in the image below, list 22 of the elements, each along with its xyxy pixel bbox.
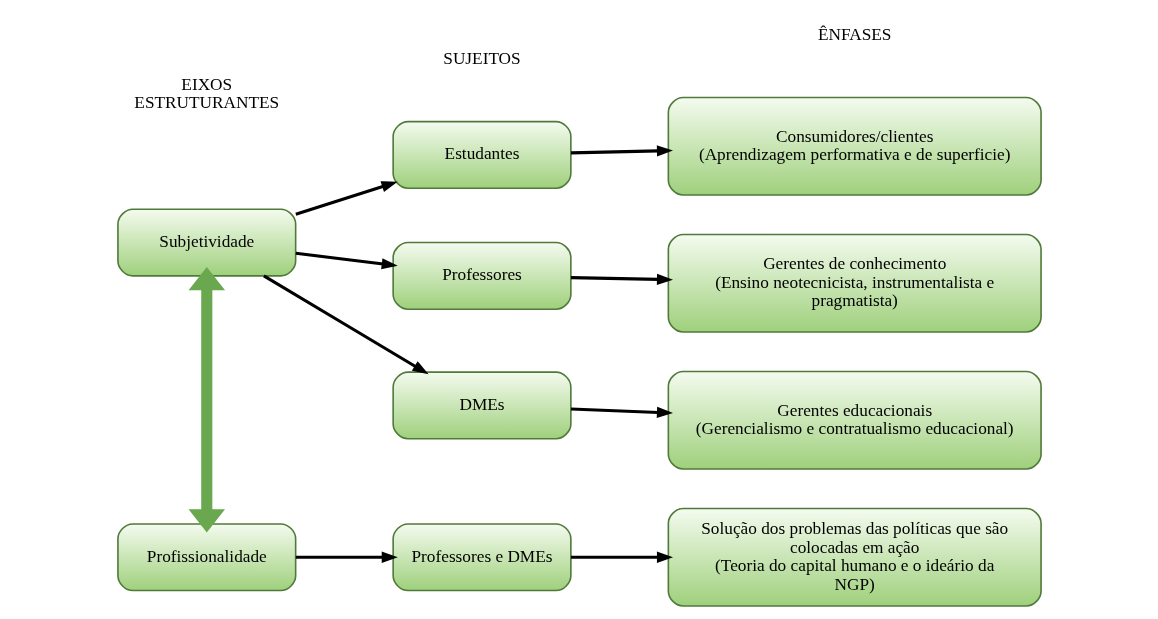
arrow bbox=[570, 273, 673, 285]
label: ÊNFASES bbox=[817, 24, 891, 44]
arrow bbox=[188, 267, 225, 533]
arrow bbox=[570, 406, 673, 419]
arrow bbox=[294, 181, 398, 216]
node-box: Estudantes bbox=[391, 120, 572, 190]
label: SUJEITOS bbox=[442, 49, 521, 69]
label: EIXOS ESTRUTURANTES bbox=[133, 74, 279, 113]
node-box: Gerentes educacionais (Gerencialismo e contratualismo educacional) bbox=[667, 370, 1042, 470]
node-box: Professores e DMEs bbox=[391, 523, 572, 592]
node-box: Profissionalidade bbox=[116, 523, 296, 592]
node-box: Gerentes de conhecimento (Ensino neotecnicista, instrumentalista e pragmatista) bbox=[667, 233, 1042, 333]
node-box: Subjetividade bbox=[116, 208, 296, 277]
arrow bbox=[295, 551, 398, 563]
arrow bbox=[570, 551, 673, 563]
node-box: DMEs bbox=[391, 371, 572, 440]
arrow bbox=[262, 274, 429, 375]
arrow bbox=[295, 251, 398, 270]
node-box: Professores bbox=[391, 241, 572, 310]
node-box: Solução dos problemas das políticas que são colocadas em ação (Teoria do capital humano e o ideário da NGP) bbox=[667, 507, 1042, 607]
arrow bbox=[570, 145, 673, 157]
node-box: Consumidores/clientes (Aprendizagem performativa e de superficie) bbox=[667, 96, 1042, 196]
